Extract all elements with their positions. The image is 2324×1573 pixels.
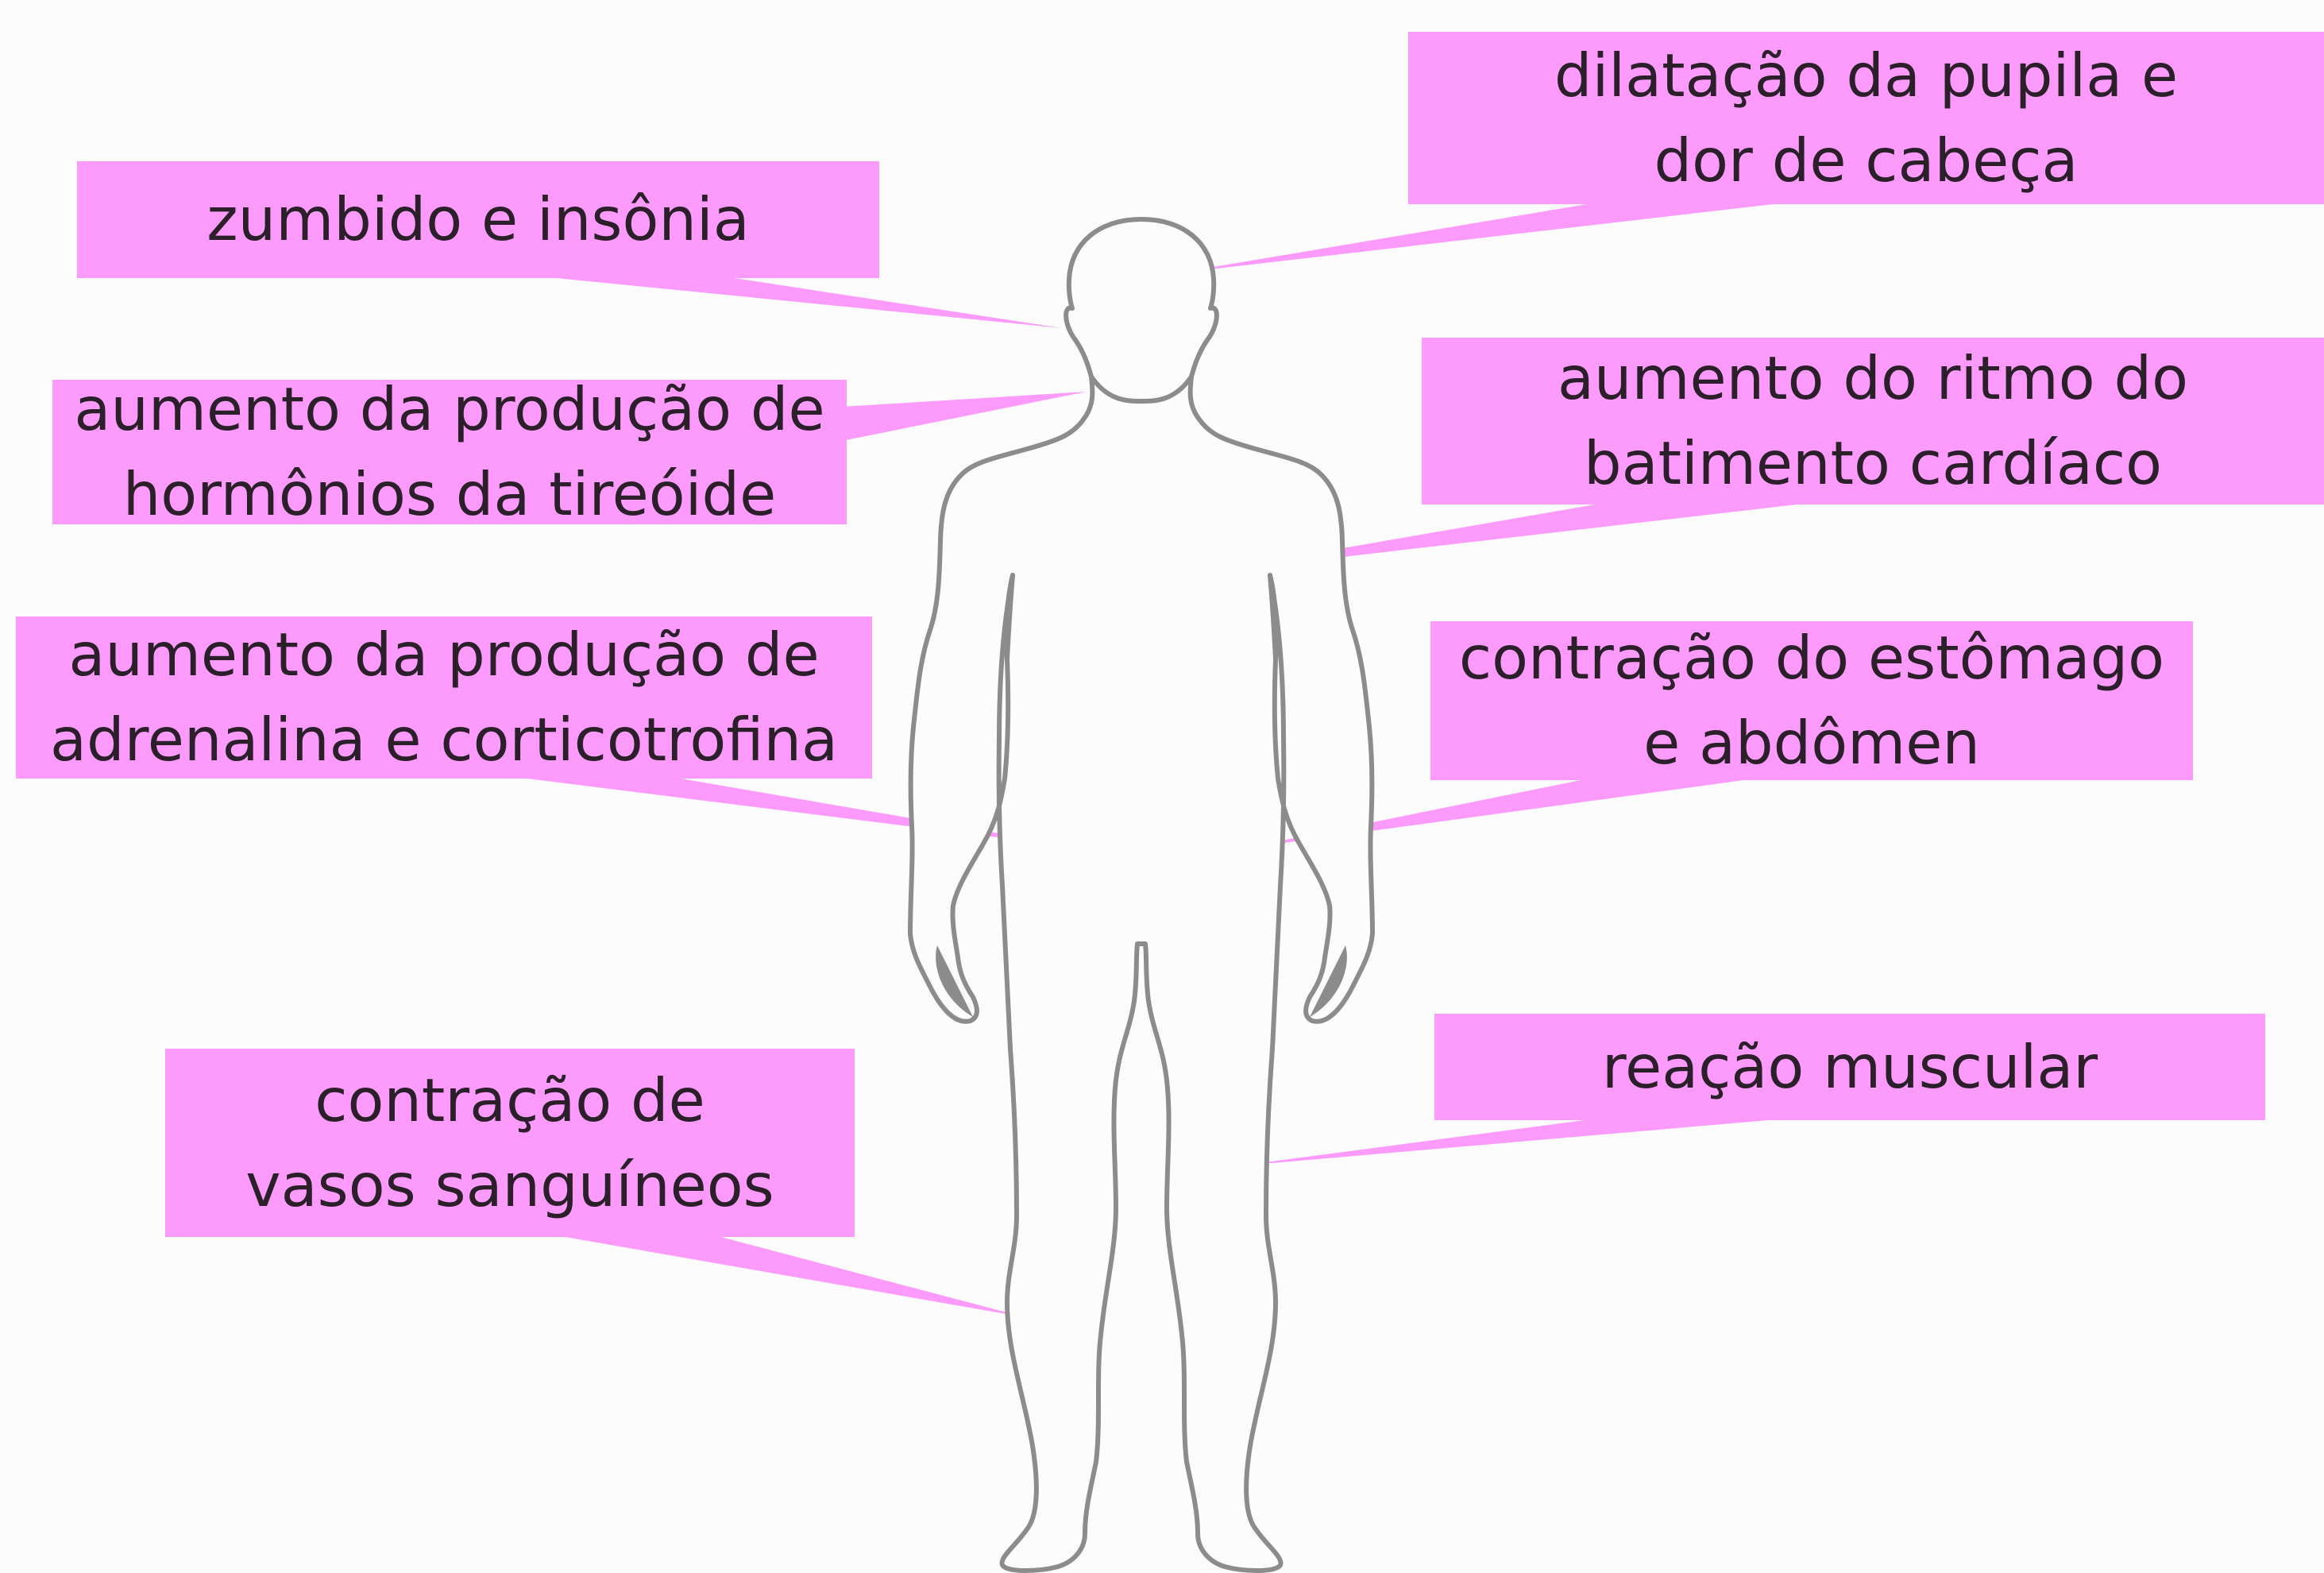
chin-line [1089,374,1194,404]
callout-adrenaline-line-1: aumento da produção de [68,620,820,690]
callout-pupil-line-2: dor de cabeça [1654,125,2079,195]
callout-blood-vessels: contração de vasos sanguíneos [165,1049,855,1237]
callout-tinnitus: zumbido e insônia [77,161,879,278]
callout-thyroid-line-1: aumento da produção de [74,374,825,444]
callout-tinnitus-line-1: zumbido e insônia [207,184,750,254]
callout-thyroid-hormones: aumento da produção de hormônios da tire… [52,374,847,529]
callout-muscle-line-1: reação muscular [1601,1031,2098,1102]
pointer-muscle [1235,1119,1787,1166]
pointer-vessels [556,1235,1025,1317]
callout-pupil-line-1: dilatação da pupila e [1554,40,2179,110]
pointer-thyroid [842,392,1087,441]
body-silhouette [908,217,1375,1573]
pointer-pupil [1176,203,1787,273]
callout-stomach-line-1: contração do estômago [1458,623,2165,693]
right-armpit-line [1268,573,1278,662]
left-thumb [936,945,973,1017]
callout-pupil-headache: dilatação da pupila e dor de cabeça [1408,32,2324,204]
callout-heart-line-2: batimento cardíaco [1584,428,2162,498]
callout-heart-rate: aumento do ritmo do batimento cardíaco [1422,338,2324,504]
callout-stomach: contração do estômago e abdômen [1430,621,2193,780]
pointer-tinnitus [532,276,1062,328]
callout-thyroid-line-2: hormônios da tireóide [122,459,777,529]
callout-adrenaline-line-2: adrenalina e corticotrofina [50,705,838,775]
right-thumb [1310,945,1347,1017]
callout-vessels-line-1: contração de [315,1065,705,1135]
callout-heart-line-1: aumento do ritmo do [1557,343,2189,413]
callout-muscle-reaction: reação muscular [1434,1014,2265,1120]
pointer-heart [1191,503,1811,574]
callout-adrenaline: aumento da produção de adrenalina e cort… [16,616,872,779]
callout-stomach-line-2: e abdômen [1643,708,1980,778]
human-body-outline-icon [908,217,1375,1573]
callout-vessels-line-2: vasos sanguíneos [245,1150,774,1220]
left-armpit-line [1005,573,1015,662]
